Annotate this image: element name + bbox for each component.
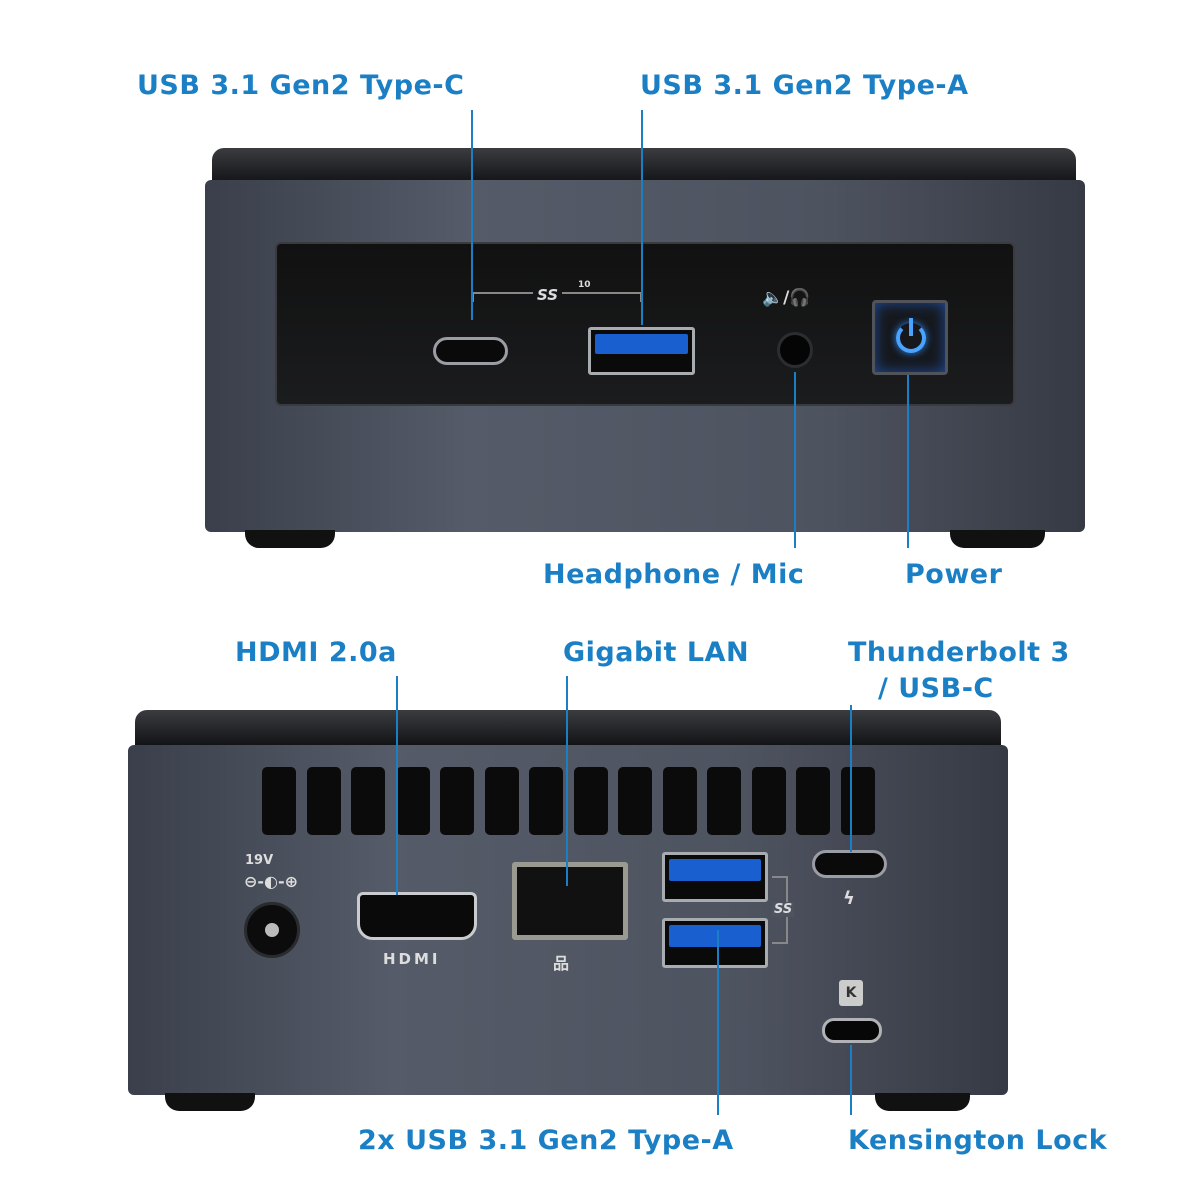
power-icon-bar xyxy=(909,318,913,336)
hdmi-port xyxy=(357,892,477,940)
leader-line xyxy=(907,375,909,548)
leader-line xyxy=(717,930,719,1115)
dc-pin xyxy=(265,923,279,937)
ss-logo: SS xyxy=(772,902,795,917)
label-hdmi: HDMI 2.0a xyxy=(235,637,397,668)
label-thunderbolt-2: / USB-C xyxy=(878,673,994,704)
rear-device-top xyxy=(135,710,1001,750)
usb-a-port-rear-1 xyxy=(662,852,768,902)
lock-letter: K xyxy=(845,985,857,1001)
thunderbolt-icon: ϟ xyxy=(843,888,855,909)
vent-slot xyxy=(751,767,786,835)
leader-line xyxy=(471,110,473,320)
label-thunderbolt-1: Thunderbolt 3 xyxy=(848,637,1070,668)
lock-icon: K xyxy=(839,980,863,1006)
vent-slot xyxy=(351,767,385,835)
vent-slot xyxy=(529,767,563,835)
vent-slot xyxy=(262,767,296,835)
foot xyxy=(165,1093,255,1111)
vent-slot xyxy=(840,767,875,835)
leader-line xyxy=(641,110,643,325)
polarity-icon: ⊖-◐-⊕ xyxy=(244,872,299,891)
ss-speed: 10 xyxy=(578,280,591,290)
label-power: Power xyxy=(905,559,1003,590)
thunderbolt-port xyxy=(812,850,887,878)
usb-a-port-rear-2 xyxy=(662,918,768,968)
network-icon: 品 xyxy=(553,954,570,973)
usb-c-port-front xyxy=(433,337,508,365)
foot xyxy=(245,530,335,548)
kensington-slot xyxy=(822,1018,882,1043)
vent-slot xyxy=(662,767,697,835)
label-usb-c-front: USB 3.1 Gen2 Type-C xyxy=(137,70,465,101)
vent-slot xyxy=(618,767,652,835)
hdmi-logo: HDMI xyxy=(383,950,441,968)
leader-line xyxy=(566,676,568,886)
leader-line xyxy=(850,705,852,852)
usb-a-port-front xyxy=(588,327,695,375)
label-usb-a-rear: 2x USB 3.1 Gen2 Type-A xyxy=(358,1125,734,1156)
vent-slot xyxy=(707,767,741,835)
vent-slot xyxy=(440,767,474,835)
vent-slot xyxy=(573,767,608,835)
label-kensington: Kensington Lock xyxy=(848,1125,1108,1156)
foot xyxy=(875,1093,970,1111)
lan-port xyxy=(512,862,628,940)
leader-line xyxy=(850,1045,852,1115)
ss-logo: SS xyxy=(533,286,563,304)
power-icon xyxy=(896,323,926,353)
leader-line xyxy=(396,676,398,895)
foot xyxy=(950,530,1045,548)
vent-slot xyxy=(796,767,830,835)
label-lan: Gigabit LAN xyxy=(563,637,750,668)
vent-slot xyxy=(306,767,341,835)
leader-line xyxy=(794,372,796,548)
voltage-label: 19V xyxy=(245,853,274,868)
audio-jack xyxy=(777,332,813,368)
label-headphone: Headphone / Mic xyxy=(543,559,805,590)
headphone-icon: 🔈/🎧 xyxy=(762,288,811,308)
label-usb-a-front: USB 3.1 Gen2 Type-A xyxy=(640,70,969,101)
vent-slot xyxy=(484,767,519,835)
vent-slot xyxy=(395,767,430,835)
